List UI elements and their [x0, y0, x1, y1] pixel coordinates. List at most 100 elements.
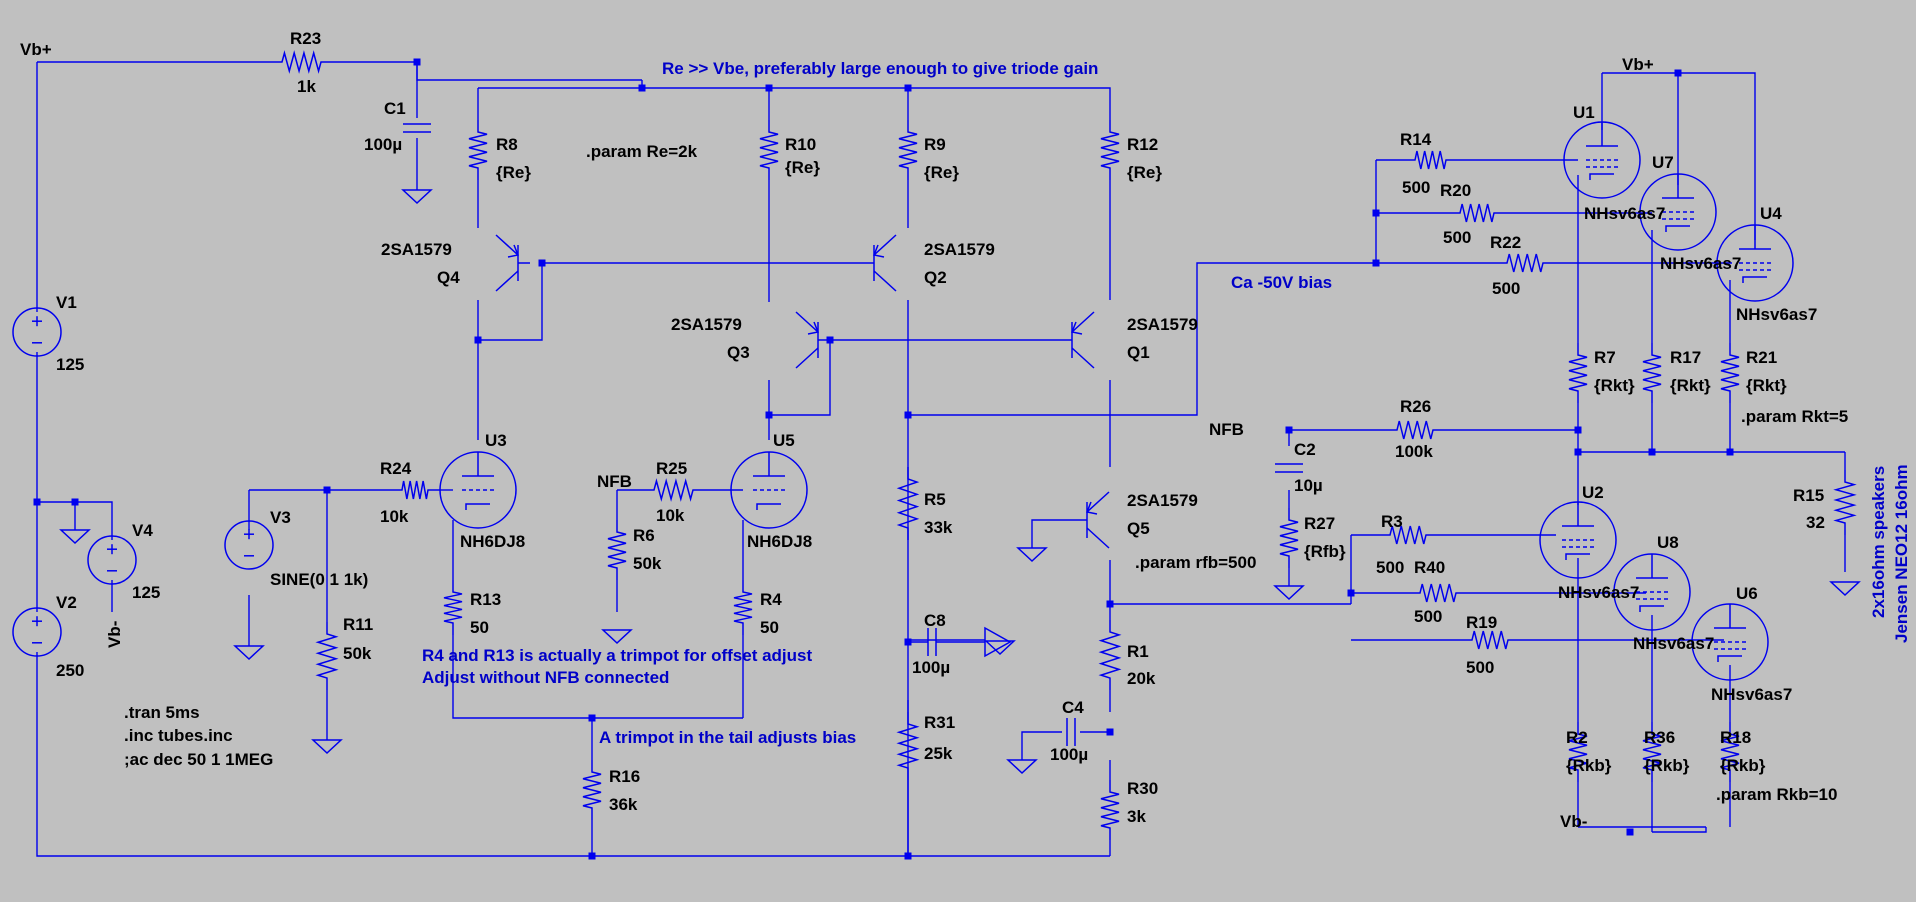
r16-ref: R16 [609, 767, 640, 786]
ground-icon [1006, 759, 1038, 775]
r7-ref: R7 [1594, 348, 1616, 367]
junction-dot [1574, 448, 1582, 456]
r11-ref: R11 [343, 615, 373, 634]
emitter-arrow [1070, 321, 1083, 335]
v1-ref: V1 [56, 293, 77, 312]
param-rkb-directive: .param Rkb=10 [1716, 785, 1837, 804]
r23-ref: R23 [290, 29, 321, 48]
wire [1031, 519, 1075, 548]
resistor-r11 [315, 622, 339, 690]
tube-u3 [439, 451, 517, 529]
emitter-lead [1071, 311, 1095, 333]
q3-value: 2SA1579 [671, 315, 742, 334]
u8-value: NHsv6as7 [1633, 634, 1714, 653]
u4-ref: U4 [1760, 204, 1782, 223]
r15-ref: R15 [1793, 486, 1824, 505]
net-label-nfb-right: NFB [1209, 420, 1244, 439]
r21-ref: R21 [1746, 348, 1777, 367]
r18-value: {Rkb} [1720, 756, 1766, 775]
resistor-r1 [1098, 620, 1122, 690]
resistor-r16 [582, 760, 602, 820]
net-label-vb-minus-left: Vb- [105, 621, 124, 648]
r40-ref: R40 [1414, 558, 1445, 577]
r13-value: 50 [470, 618, 489, 637]
c2-value: 10µ [1294, 476, 1323, 495]
capacitor-c8 [927, 628, 937, 656]
junction-dot [1347, 589, 1355, 597]
resistor-r24 [390, 480, 440, 500]
tube-u1 [1563, 121, 1641, 199]
r22-value: 500 [1492, 279, 1520, 298]
capacitor-c2 [1275, 463, 1303, 473]
r26-ref: R26 [1400, 397, 1431, 416]
r8-value: {Re} [496, 163, 531, 182]
q4-ref: Q4 [437, 268, 460, 287]
q5-ref: Q5 [1127, 519, 1150, 538]
components [12, 50, 1861, 840]
r5-ref: R5 [924, 490, 946, 509]
u3-value: NH6DJ8 [460, 532, 525, 551]
resistor-r21 [1720, 343, 1740, 403]
r24-value: 10k [380, 507, 409, 526]
c1-value: 100µ [364, 135, 402, 154]
resistor-r40 [1408, 583, 1468, 603]
v3-ref: V3 [270, 508, 291, 527]
resistor-r15 [1833, 470, 1857, 535]
q3-ref: Q3 [727, 343, 750, 362]
ground-icon [1829, 581, 1861, 597]
labels: Vb+ Vb+ Vb- Vb- NFB NFB R23 1k C1 100µ R… [20, 29, 1911, 831]
tube-cathode [1717, 655, 1742, 662]
emitter-arrow [807, 321, 820, 335]
junction-dot [1372, 259, 1380, 267]
r1-value: 20k [1127, 669, 1156, 688]
resistor-r6 [607, 520, 627, 580]
voltage-source-v3 [224, 520, 274, 570]
tube-cathode [1665, 225, 1690, 232]
collector-lead [795, 347, 819, 369]
r31-value: 25k [924, 744, 953, 763]
emitter-lead [1086, 491, 1110, 513]
wire [75, 501, 113, 540]
junction-dot [1106, 728, 1114, 736]
r27-ref: R27 [1304, 514, 1335, 533]
r26-value: 100k [1395, 442, 1433, 461]
wire [478, 263, 543, 341]
c8-value: 100µ [912, 658, 950, 677]
ground-icon [1273, 585, 1305, 601]
r3-ref: R3 [1381, 512, 1403, 531]
junction-dot [588, 714, 596, 722]
r19-ref: R19 [1466, 613, 1497, 632]
tube-cathode [1565, 553, 1590, 560]
speakers-comment: 2x16ohm speakers [1869, 466, 1888, 618]
wire [768, 340, 831, 416]
transistor-q5 [1075, 491, 1110, 549]
r36-value: {Rkb} [1644, 756, 1690, 775]
transistor-q3 [795, 311, 830, 369]
collector-lead [1071, 347, 1095, 369]
resistor-r12 [1100, 120, 1120, 180]
junction-dot [1574, 426, 1582, 434]
ground-icon [311, 739, 343, 755]
junction-dot [1726, 448, 1734, 456]
junction-dot [765, 411, 773, 419]
r25-ref: R25 [656, 459, 687, 478]
junction-dot [538, 259, 546, 267]
u6-value: NHsv6as7 [1711, 685, 1792, 704]
junction-dots [33, 58, 1734, 860]
bias-comment: Ca -50V bias [1231, 273, 1332, 292]
r10-value: {Re} [785, 158, 820, 177]
resistor-r23 [270, 50, 333, 74]
emitter-arrow [872, 244, 885, 258]
r13-ref: R13 [470, 590, 501, 609]
wire [36, 652, 1110, 857]
resistor-r14 [1403, 150, 1458, 170]
resistor-r9 [898, 120, 918, 180]
c4-ref: C4 [1062, 698, 1084, 717]
ground-icon-rot [984, 640, 1016, 656]
u7-value: NHsv6as7 [1660, 254, 1741, 273]
wires [36, 61, 1846, 857]
resistor-r10 [759, 120, 779, 180]
r1-ref: R1 [1127, 642, 1149, 661]
net-label-vb-minus-right: Vb- [1560, 812, 1587, 831]
resistor-r13 [443, 580, 463, 635]
